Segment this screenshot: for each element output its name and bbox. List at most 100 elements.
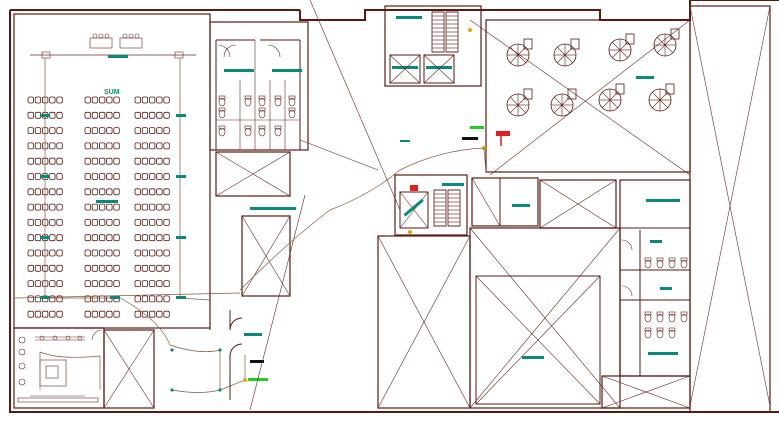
seat-icon bbox=[99, 295, 106, 303]
seat-icon bbox=[27, 188, 34, 196]
seat-icon bbox=[34, 264, 42, 272]
seat-icon bbox=[34, 310, 42, 318]
seat-icon bbox=[49, 203, 56, 211]
seat-icon bbox=[156, 295, 163, 303]
seat-icon bbox=[91, 157, 99, 165]
seat-icon bbox=[99, 280, 106, 288]
toilet-icon bbox=[668, 257, 676, 269]
seat-icon bbox=[84, 249, 91, 257]
seat-icon bbox=[148, 218, 156, 226]
seat-icon bbox=[134, 203, 141, 211]
toilet-icon bbox=[656, 257, 664, 269]
seating-area bbox=[27, 96, 170, 318]
seat-icon bbox=[134, 264, 141, 272]
seat-icon bbox=[141, 218, 149, 226]
equipment-markers bbox=[400, 126, 510, 150]
office-room bbox=[13, 327, 105, 409]
seat-icon bbox=[56, 218, 63, 226]
auditorium-hall: SUM bbox=[13, 13, 241, 329]
plant-icon bbox=[648, 83, 675, 112]
seat-icon bbox=[34, 234, 42, 242]
seat-icon bbox=[49, 157, 56, 165]
seat-icon bbox=[106, 310, 113, 318]
seat-icon bbox=[56, 173, 63, 180]
seat-icon bbox=[27, 234, 34, 242]
diagonal-lines bbox=[249, 0, 691, 411]
seat-icon bbox=[99, 234, 106, 242]
toilet-icon bbox=[258, 125, 266, 137]
shaft-cluster bbox=[471, 177, 617, 229]
seat-icon bbox=[56, 203, 63, 211]
seat-icon bbox=[91, 218, 99, 226]
seat-icon bbox=[163, 310, 170, 318]
stair-icon bbox=[431, 11, 459, 53]
seat-icon bbox=[148, 203, 156, 211]
shaft-mid-upper bbox=[215, 151, 296, 210]
seat-icon bbox=[91, 203, 99, 211]
toilet-icon bbox=[288, 107, 296, 119]
seat-icon bbox=[141, 157, 149, 165]
seat-icon bbox=[56, 127, 63, 134]
seat-icon bbox=[148, 142, 156, 150]
seat-icon bbox=[163, 173, 170, 180]
seat-icon bbox=[27, 157, 34, 165]
seat-icon bbox=[156, 142, 163, 150]
shaft-bottom-right bbox=[601, 375, 691, 409]
seat-icon bbox=[49, 249, 56, 257]
seat-icon bbox=[141, 310, 149, 318]
seat-icon bbox=[56, 264, 63, 272]
seat-icon bbox=[84, 157, 91, 165]
seat-icon bbox=[56, 280, 63, 288]
seat-icon bbox=[84, 310, 91, 318]
seat-icon bbox=[106, 218, 113, 226]
seat-icon bbox=[113, 173, 120, 180]
seat-icon bbox=[34, 173, 42, 180]
seat-icon bbox=[148, 173, 156, 180]
seat-icon bbox=[91, 111, 99, 119]
seat-icon bbox=[134, 280, 141, 288]
seat-icon bbox=[27, 127, 34, 134]
seat-icon bbox=[27, 173, 34, 180]
seat-icon bbox=[148, 111, 156, 119]
seat-icon bbox=[84, 280, 91, 288]
shaft-bottom-left bbox=[103, 329, 155, 409]
seat-icon bbox=[163, 295, 170, 303]
hall-label: SUM bbox=[104, 89, 120, 96]
seat-icon bbox=[91, 295, 99, 303]
seat-icon bbox=[134, 218, 141, 226]
seat-icon bbox=[156, 111, 163, 119]
seat-icon bbox=[91, 188, 99, 196]
seat-icon bbox=[91, 264, 99, 272]
seat-icon bbox=[134, 249, 141, 257]
seat-icon bbox=[156, 173, 163, 180]
seat-icon bbox=[106, 96, 113, 104]
seat-icon bbox=[49, 142, 56, 150]
seat-icon bbox=[84, 127, 91, 134]
seat-icon bbox=[141, 188, 149, 196]
toilet-icon bbox=[258, 107, 266, 119]
seat-icon bbox=[134, 173, 141, 180]
seat-icon bbox=[156, 249, 163, 257]
seat-icon bbox=[141, 111, 149, 119]
seat-icon bbox=[91, 142, 99, 150]
seat-icon bbox=[49, 173, 56, 180]
seat-icon bbox=[113, 280, 120, 288]
seat-icon bbox=[163, 218, 170, 226]
seat-icon bbox=[113, 203, 120, 211]
shaft-large-center bbox=[469, 227, 621, 409]
stair-core-middle bbox=[394, 174, 468, 236]
seat-icon bbox=[99, 310, 106, 318]
seat-icon bbox=[113, 127, 120, 134]
seat-icon bbox=[113, 188, 120, 196]
toilet-icon bbox=[274, 125, 282, 137]
seat-icon bbox=[113, 249, 120, 257]
seat-icon bbox=[113, 264, 120, 272]
toilet-block bbox=[209, 21, 309, 330]
seat-icon bbox=[163, 157, 170, 165]
seat-icon bbox=[163, 234, 170, 242]
seat-icon bbox=[156, 280, 163, 288]
seat-icon bbox=[156, 310, 163, 318]
seat-icon bbox=[49, 188, 56, 196]
toilet-block-right bbox=[619, 179, 691, 377]
seat-icon bbox=[148, 157, 156, 165]
